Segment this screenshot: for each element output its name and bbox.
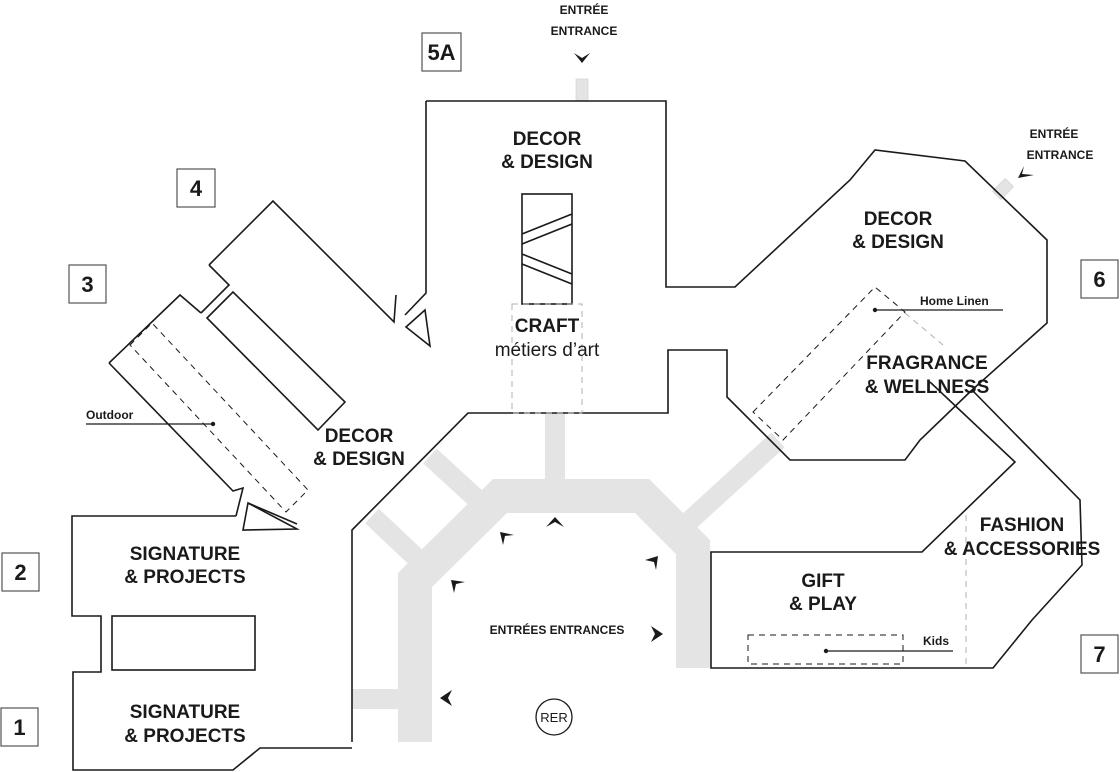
aisle-left-branch-upper: [423, 448, 487, 510]
hall-marker-3[interactable]: 3: [68, 264, 107, 304]
outdoor-leader-dot: [210, 421, 216, 427]
svg-text:& PROJECTS: & PROJECTS: [124, 726, 245, 747]
aisle-right-branch: [678, 432, 785, 533]
svg-text:métiers d’art: métiers d’art: [495, 340, 600, 361]
entrance-top-line1: ENTRÉE: [560, 2, 609, 17]
hall-5a-left-edge: [404, 101, 427, 316]
zone-decor-design-right[interactable]: DECOR & DESIGN: [852, 209, 944, 253]
hall-7-outline: [710, 381, 1083, 669]
hall-3-outline: [108, 293, 298, 525]
hall-markers: 1 2 3 4 5A 6 7: [0, 32, 1119, 747]
signature-inner-block: [111, 615, 256, 671]
svg-text:FRAGRANCE: FRAGRANCE: [866, 353, 987, 374]
craft-display-stripe: [521, 213, 573, 235]
hall-4-outline: [208, 199, 397, 324]
svg-text:& WELLNESS: & WELLNESS: [865, 377, 990, 398]
zone-gift-play[interactable]: GIFT & PLAY: [789, 571, 857, 615]
svg-text:DECOR: DECOR: [513, 129, 582, 150]
home-linen-area: [752, 286, 906, 441]
zone-signature-projects-top[interactable]: SIGNATURE & PROJECTS: [124, 544, 245, 588]
svg-text:& PLAY: & PLAY: [789, 594, 857, 615]
outdoor-label: Outdoor: [86, 408, 134, 422]
outdoor-area: [129, 322, 309, 513]
hall-marker-1[interactable]: 1: [0, 707, 39, 747]
entrance-arrows: [440, 53, 1034, 706]
home-linen-label: Home Linen: [920, 294, 989, 308]
kids-area: [747, 634, 904, 665]
craft-display-stripe: [521, 263, 573, 285]
hall-marker-5a[interactable]: 5A: [421, 32, 462, 72]
svg-text:1: 1: [13, 715, 25, 740]
svg-text:& PROJECTS: & PROJECTS: [124, 567, 245, 588]
zone-fragrance-wellness[interactable]: FRAGRANCE & WELLNESS: [865, 353, 990, 398]
arrow-up-icon: [546, 517, 564, 527]
arrow-upleft-icon: [451, 580, 465, 593]
svg-text:& DESIGN: & DESIGN: [852, 232, 944, 253]
arrow-down-icon: [574, 53, 590, 63]
rer-station-icon[interactable]: [535, 698, 573, 736]
zone-fashion-accessories[interactable]: FASHION & ACCESSORIES: [944, 515, 1101, 560]
aisle-main-ring: [398, 479, 710, 742]
entrance-top-line2: ENTRANCE: [551, 24, 618, 38]
svg-text:4: 4: [190, 176, 203, 201]
svg-text:2: 2: [14, 560, 26, 585]
aisles: [352, 78, 1015, 742]
entrance-center-label: ENTRÉES ENTRANCES: [490, 622, 625, 637]
svg-text:6: 6: [1093, 267, 1105, 292]
craft-display: [521, 193, 573, 305]
svg-text:& DESIGN: & DESIGN: [313, 449, 405, 470]
svg-text:5A: 5A: [427, 40, 455, 65]
hall-1-2-outline: [71, 515, 352, 771]
kids-leader-dot: [823, 648, 829, 654]
triangle-marker: [404, 308, 432, 348]
svg-text:& ACCESSORIES: & ACCESSORIES: [944, 539, 1101, 560]
arrow-upright-icon: [645, 556, 658, 570]
svg-text:7: 7: [1093, 642, 1105, 667]
arrow-left-icon: [440, 690, 452, 706]
svg-text:SIGNATURE: SIGNATURE: [130, 544, 240, 565]
entrance-right-line1: ENTRÉE: [1030, 126, 1079, 141]
hall-3-inner-block: [205, 290, 347, 432]
craft-display-stripe: [521, 223, 573, 245]
svg-text:GIFT: GIFT: [801, 571, 845, 592]
zone-decor-design-left[interactable]: DECOR & DESIGN: [313, 426, 405, 470]
aisle-left-branch-lower: [365, 508, 431, 573]
hall-marker-7[interactable]: 7: [1080, 634, 1119, 674]
kids-label: Kids: [923, 634, 949, 648]
svg-text:FASHION: FASHION: [980, 515, 1064, 536]
arrow-left-icon: [1018, 166, 1034, 178]
svg-text:CRAFT: CRAFT: [515, 316, 580, 337]
craft-area: [511, 303, 583, 414]
entrance-passage-top: [575, 78, 589, 102]
zone-craft[interactable]: CRAFT métiers d’art: [495, 316, 600, 361]
svg-text:& DESIGN: & DESIGN: [501, 152, 593, 173]
passage-triangle: [242, 501, 301, 531]
hall-marker-6[interactable]: 6: [1080, 259, 1119, 299]
zone-decor-design-top[interactable]: DECOR & DESIGN: [501, 129, 593, 173]
craft-display-stripe: [521, 253, 573, 275]
zone-signature-projects-bottom[interactable]: SIGNATURE & PROJECTS: [124, 702, 245, 747]
entrance-passage-right: [991, 177, 1015, 201]
hall-5a-outline: [351, 100, 1048, 742]
svg-text:DECOR: DECOR: [325, 426, 394, 447]
hall-marker-2[interactable]: 2: [1, 552, 40, 592]
svg-text:DECOR: DECOR: [864, 209, 933, 230]
hall-4-lower-edge: [200, 264, 231, 314]
arrow-right-icon: [651, 626, 663, 642]
home-linen-leader-dot: [872, 307, 878, 313]
svg-text:3: 3: [81, 272, 93, 297]
home-linen-divider: [904, 312, 944, 346]
svg-text:SIGNATURE: SIGNATURE: [130, 702, 240, 723]
hall-marker-4[interactable]: 4: [176, 168, 216, 208]
arrow-upleft-icon: [500, 532, 514, 545]
rer-label: RER: [540, 710, 567, 725]
entrance-right-line2: ENTRANCE: [1027, 148, 1094, 162]
